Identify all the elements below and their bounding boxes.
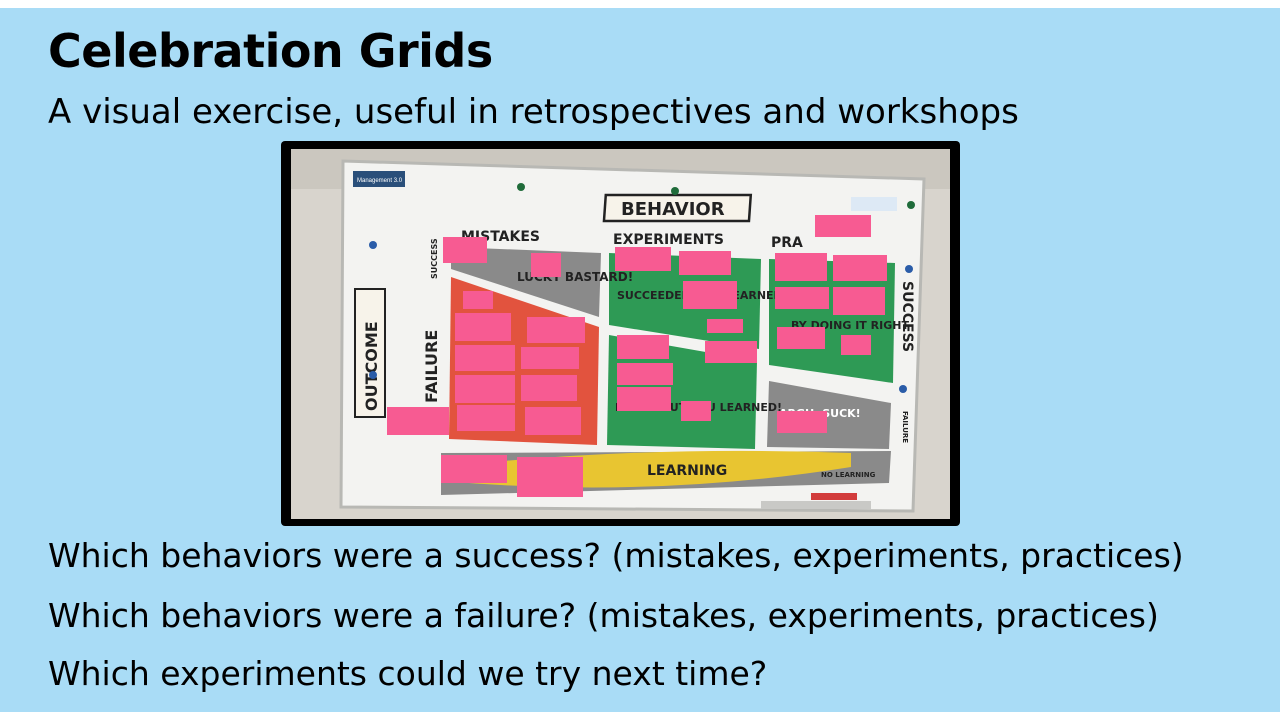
axis-success-right: SUCCESS	[899, 281, 915, 352]
slide: Celebration Grids A visual exercise, use…	[0, 8, 1280, 712]
question-next-experiments: Which experiments could we try next time…	[48, 654, 768, 693]
slide-subtitle: A visual exercise, useful in retrospecti…	[48, 92, 1019, 132]
management-logo	[353, 171, 405, 187]
question-failure: Which behaviors were a failure? (mistake…	[48, 596, 1159, 635]
sticky-notes	[387, 215, 887, 497]
axis-success-left: SUCCESS	[430, 238, 439, 279]
row-outcome: OUTCOME	[362, 321, 381, 411]
band-learning: LEARNING	[647, 463, 727, 479]
col-practices: PRA	[771, 235, 803, 251]
band-no-learning: NO LEARNING	[821, 471, 876, 479]
marker-tray	[761, 501, 871, 509]
behavior-header: BEHAVIOR	[621, 199, 725, 220]
question-success: Which behaviors were a success? (mistake…	[48, 536, 1184, 575]
magnets	[369, 183, 915, 393]
axis-failure-right: FAILURE	[901, 411, 909, 443]
logo-left-text: Management 3.0	[357, 178, 403, 184]
axis-failure-left: FAILURE	[422, 330, 441, 403]
col-experiments: EXPERIMENTS	[613, 232, 724, 248]
slide-title: Celebration Grids	[48, 24, 493, 78]
whiteboard-illustration: Management 3.0 BEHAVIOR MISTAKES EXPERIM…	[291, 149, 950, 519]
marker	[811, 493, 857, 500]
partner-logo	[851, 197, 897, 211]
cell-mistakes-success	[451, 247, 601, 317]
celebration-grid-photo: Management 3.0 BEHAVIOR MISTAKES EXPERIM…	[281, 141, 960, 526]
